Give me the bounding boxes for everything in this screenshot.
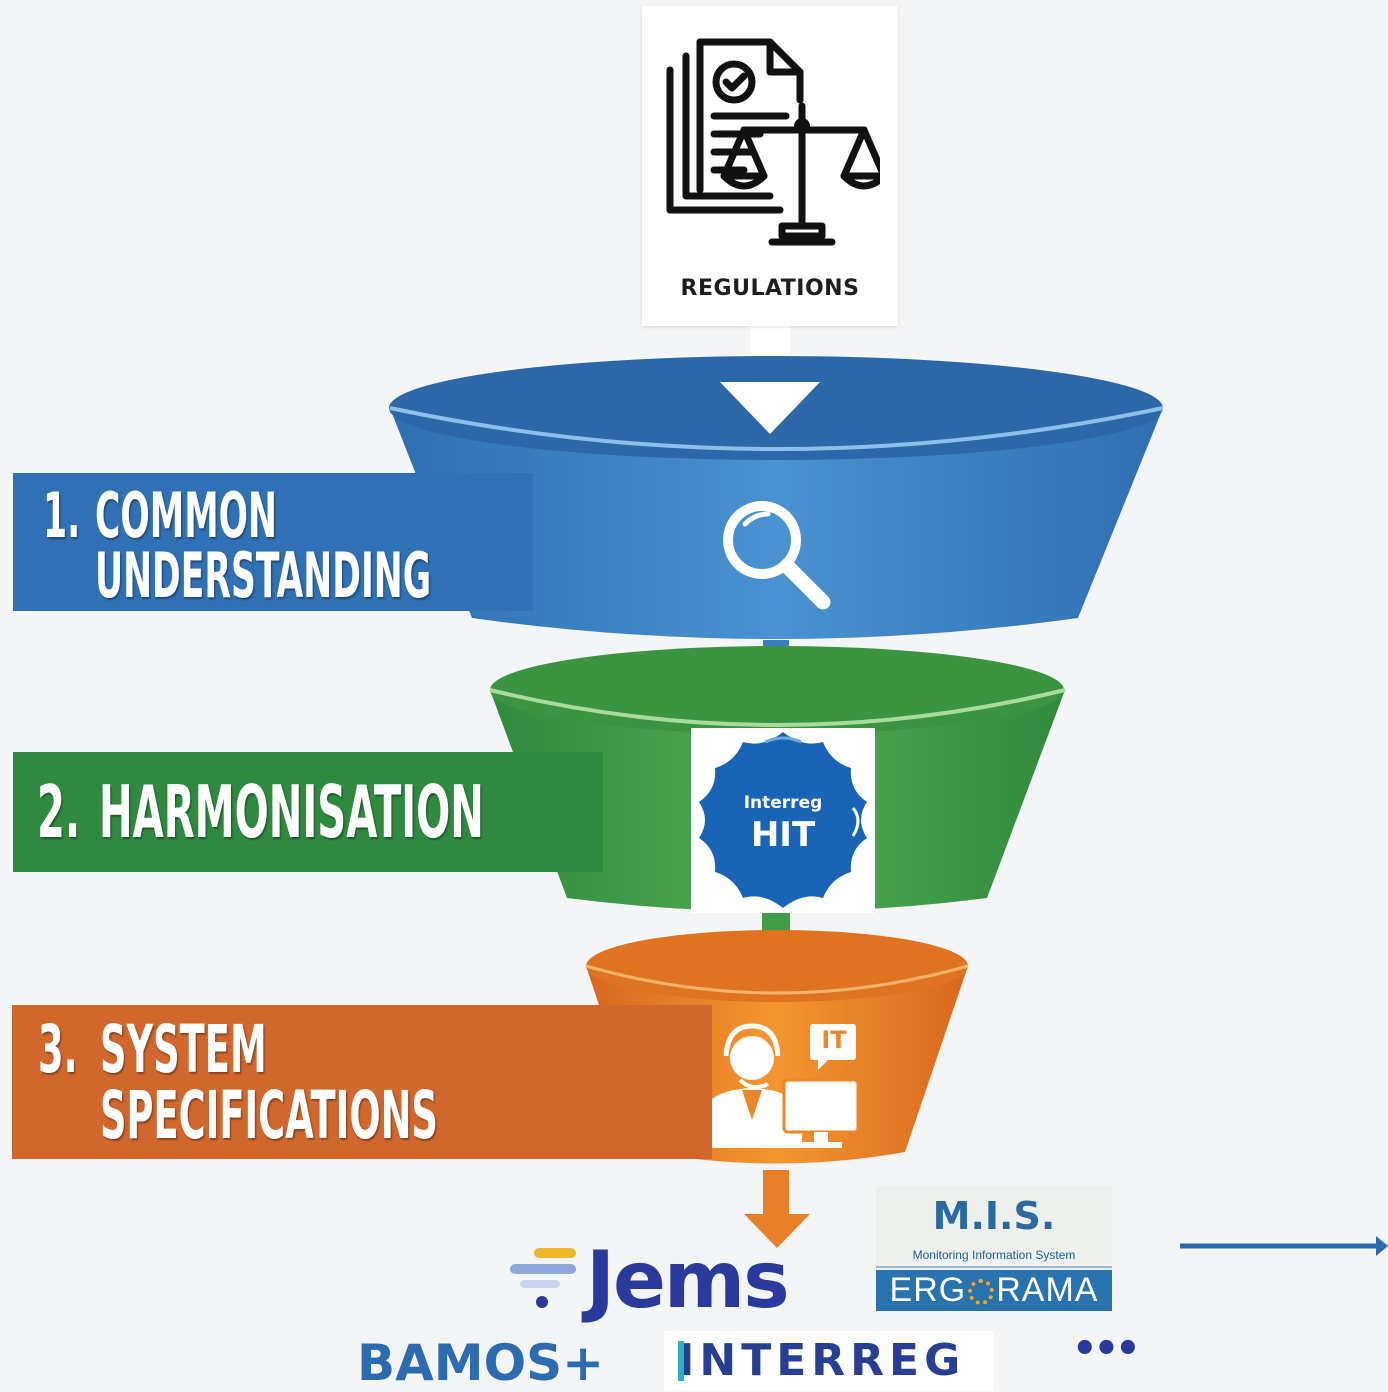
hit-line2: HIT xyxy=(751,815,816,855)
arrow-head-regulations xyxy=(720,382,820,434)
jems-logo-mark xyxy=(510,1248,576,1308)
ergorama-left: ERG xyxy=(889,1271,967,1309)
step2-ribbon: 2. HARMONISATION xyxy=(13,752,603,872)
regulations-card: REGULATIONS xyxy=(642,6,898,326)
regulations-label: REGULATIONS xyxy=(680,276,860,301)
mis-title: M.I.S. xyxy=(932,1194,1056,1238)
step1-line1: COMMON xyxy=(95,479,277,552)
bamos-logo: BAMOS+ xyxy=(357,1334,604,1392)
interreg-hit-badge: Interreg HIT xyxy=(691,728,875,913)
more-ellipsis: ••• xyxy=(1072,1326,1141,1372)
step1-number: 1. xyxy=(43,479,81,552)
step3-line2: SPECIFICATIONS xyxy=(100,1077,438,1154)
interreg-wordmark: INTERREG xyxy=(678,1335,966,1386)
hit-seal-icon: Interreg HIT xyxy=(699,732,867,908)
step3-number: 3. xyxy=(38,1011,78,1088)
interreg-logo: INTERREG xyxy=(664,1331,994,1391)
interreg-accent xyxy=(678,1341,684,1381)
regulations-document-scale-icon xyxy=(666,38,880,246)
mis-divider xyxy=(876,1266,1112,1268)
funnel-step1 xyxy=(389,356,1164,639)
ergorama-band: ERG RAMA xyxy=(876,1270,1112,1311)
step1-ribbon: 1. COMMON UNDERSTANDING xyxy=(13,473,533,611)
gear-icon xyxy=(968,1279,995,1306)
step3-ribbon: 3. SYSTEM SPECIFICATIONS xyxy=(12,1005,712,1159)
mis-subtitle: Monitoring Information System xyxy=(912,1248,1076,1262)
it-support-icon xyxy=(702,1023,860,1148)
magnifier-icon xyxy=(723,501,831,610)
mis-ergorama-logo: M.I.S. Monitoring Information System ERG… xyxy=(876,1186,1112,1311)
hit-line1: Interreg xyxy=(744,793,823,813)
step2-line1: HARMONISATION xyxy=(99,770,484,854)
step1-line2: UNDERSTANDING xyxy=(95,539,432,612)
step2-number: 2. xyxy=(37,770,81,854)
jems-logo: Jems xyxy=(586,1236,790,1326)
ergorama-right: RAMA xyxy=(996,1271,1099,1309)
arrow-step3-to-outputs xyxy=(744,1170,810,1248)
step3-line1: SYSTEM xyxy=(100,1011,267,1088)
it-bubble-text: IT xyxy=(821,1026,847,1054)
right-arrow xyxy=(1180,1236,1388,1256)
